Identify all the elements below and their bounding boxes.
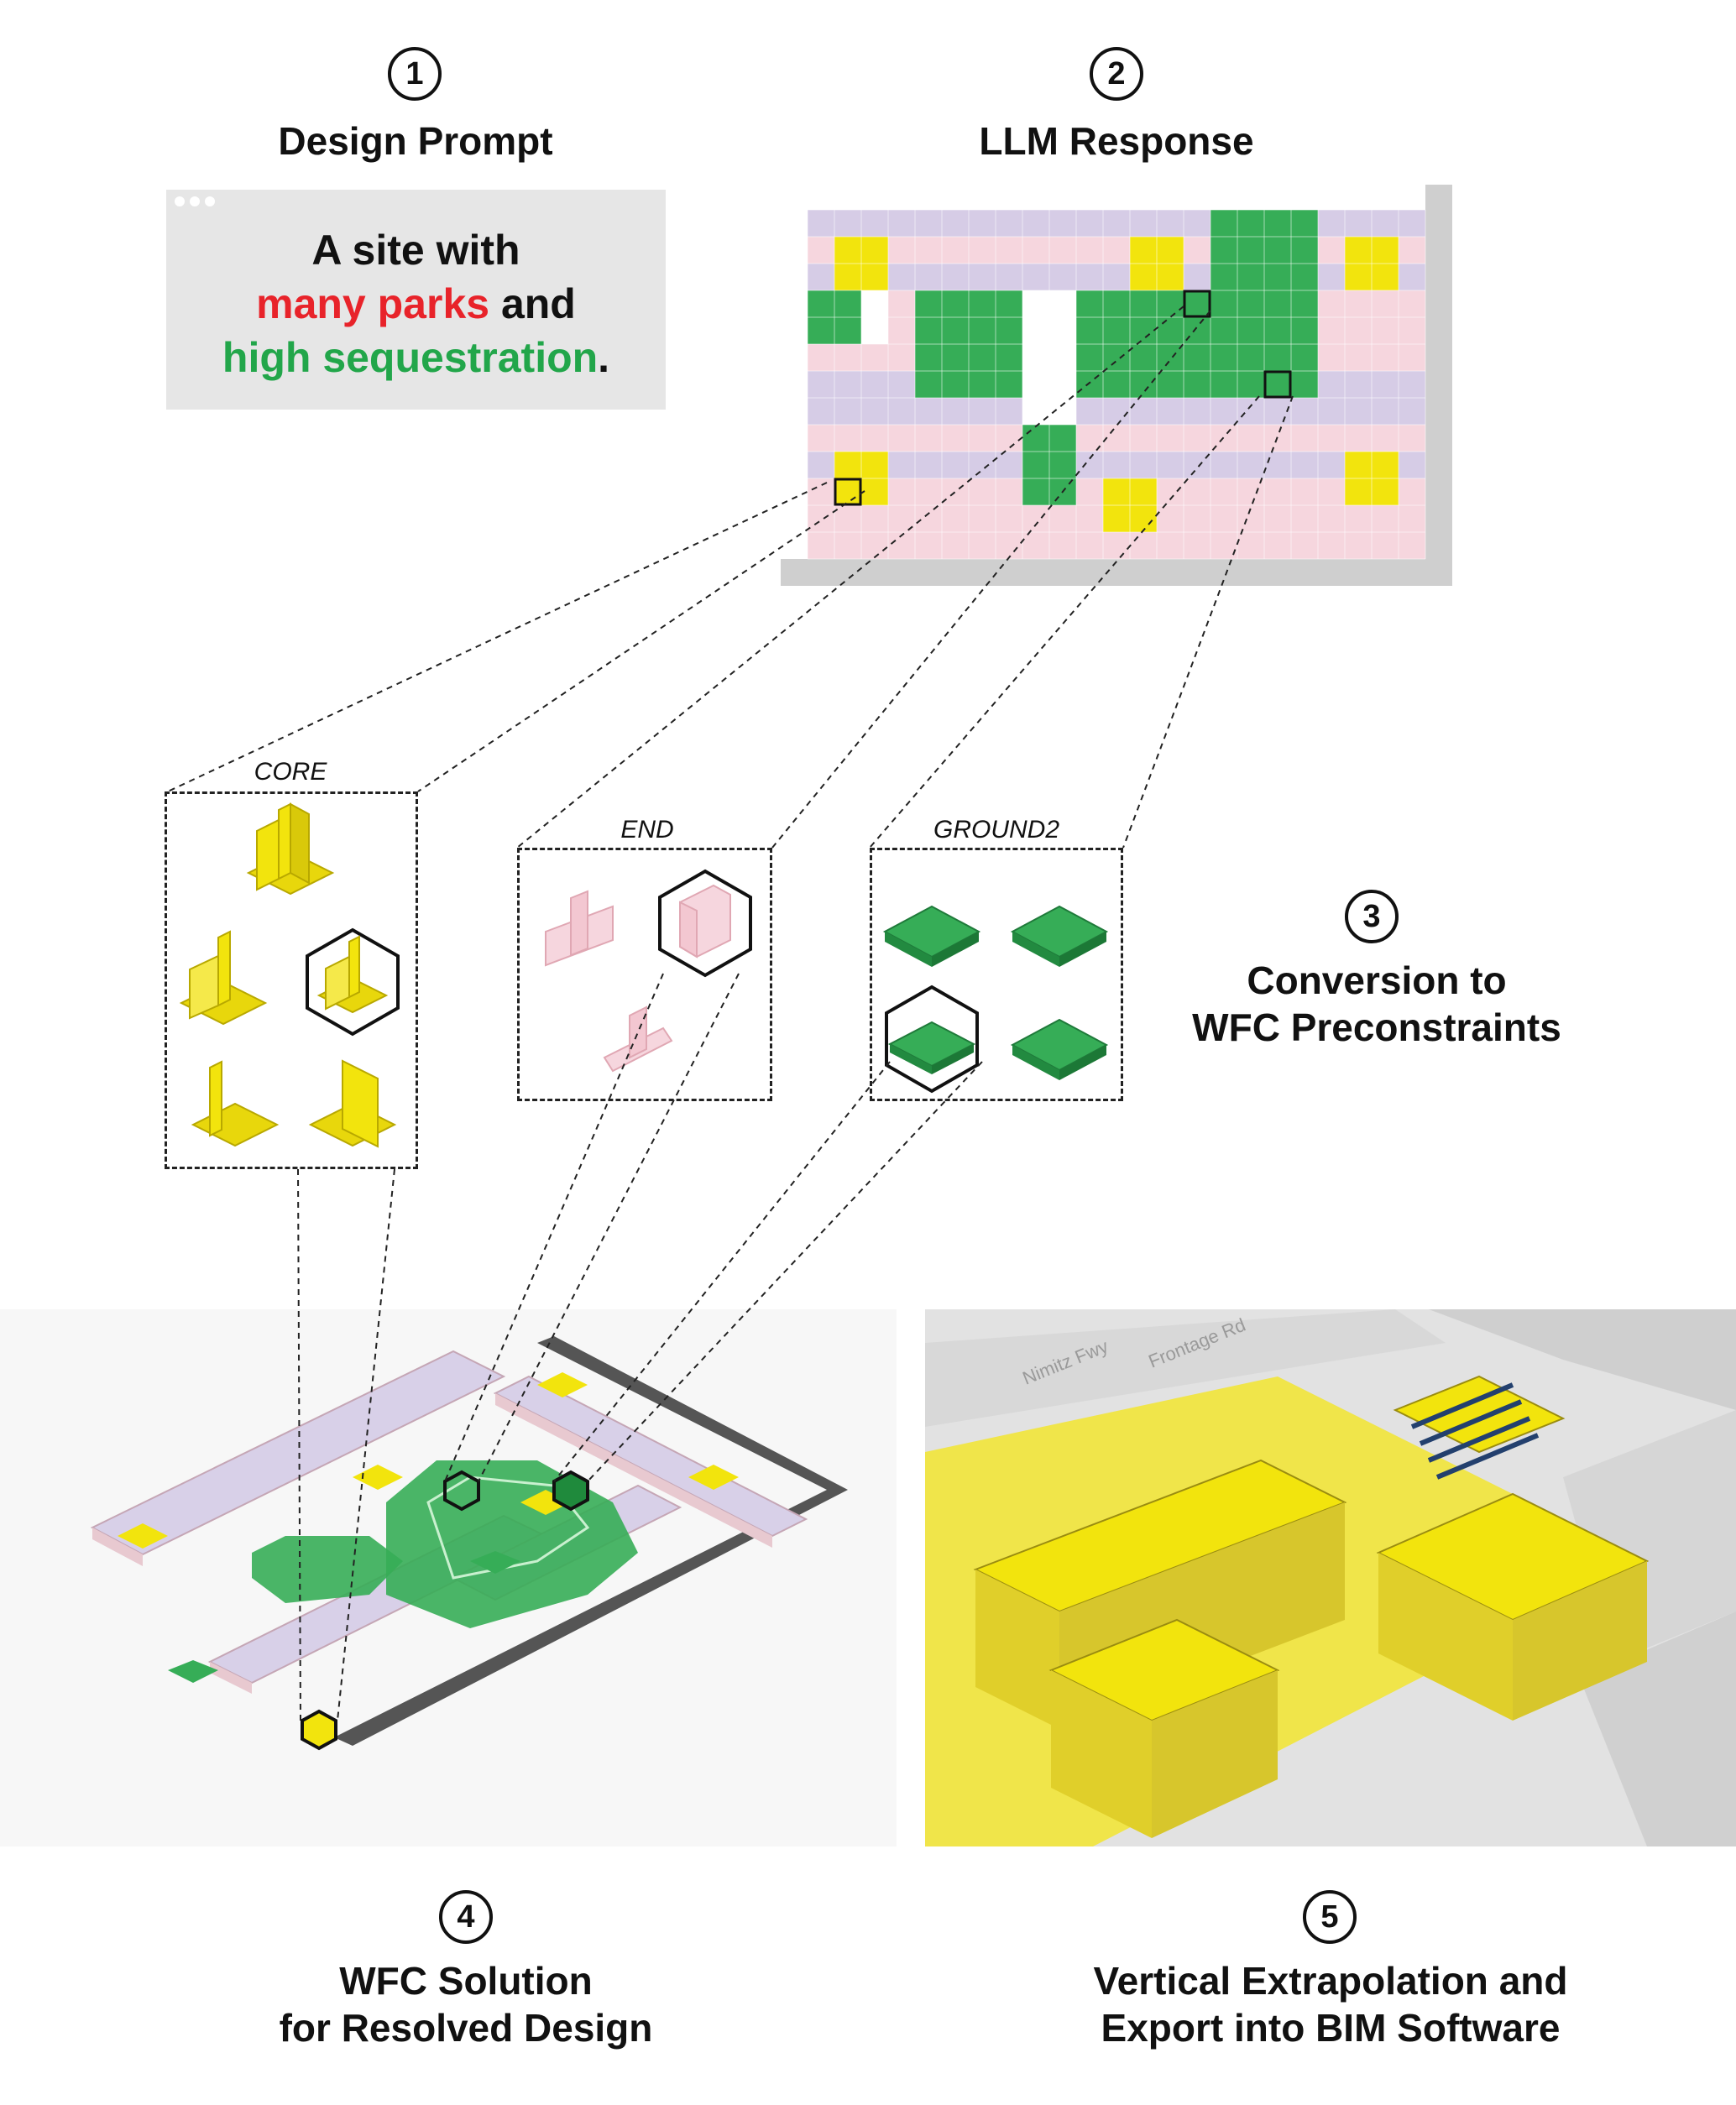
core-tile-4 <box>191 1060 280 1147</box>
grid-band <box>808 210 1425 237</box>
step-1-title: Design Prompt <box>278 119 553 163</box>
step-5-title-line-2: Export into BIM Software <box>1101 2006 1561 2050</box>
end-tile-2-selected <box>658 869 752 978</box>
core-module <box>353 1465 403 1490</box>
end-tile-1 <box>545 890 614 967</box>
grid-band <box>808 237 1425 264</box>
core-module-box <box>165 791 418 1169</box>
core-tile-2 <box>179 930 268 1026</box>
step-3-title: Conversion to WFC Preconstraints <box>1142 957 1612 1051</box>
step-5-title: Vertical Extrapolation and Export into B… <box>1007 1957 1654 2051</box>
prompt-line-3: high sequestration. <box>166 331 666 384</box>
core-label: CORE <box>254 758 327 786</box>
core-module <box>537 1372 588 1397</box>
end-module-box <box>517 848 772 1101</box>
window-dots-icon <box>175 196 215 206</box>
grid-border-right <box>1425 185 1452 559</box>
core-tile-3-selected <box>306 927 400 1037</box>
selected-core-hex <box>301 1709 337 1751</box>
prompt-line-2: many parks and <box>166 277 666 331</box>
design-prompt-box: A site with many parks and high sequestr… <box>166 190 666 410</box>
grid-band <box>808 452 1425 478</box>
end-tile-3 <box>603 1005 673 1073</box>
step-4-number: 4 <box>439 1890 493 1944</box>
grid-selected-cell <box>1183 290 1211 318</box>
grid-border-bottom <box>781 559 1452 586</box>
prompt-green-phrase: high sequestration <box>222 334 599 381</box>
step-1-number: 1 <box>388 47 442 101</box>
end-label: END <box>620 816 674 844</box>
grid-band <box>808 532 1425 559</box>
bim-export-illustration: Nimitz Fwy Frontage Rd <box>925 1309 1736 1846</box>
park-pocket-west <box>168 1660 218 1683</box>
ground2-label: GROUND2 <box>933 816 1059 844</box>
prompt-period: . <box>598 334 610 381</box>
step-2-number: 2 <box>1090 47 1143 101</box>
ground-tile-4 <box>1010 1018 1109 1080</box>
core-module <box>688 1465 739 1490</box>
grid-selected-cell <box>834 478 862 506</box>
step-4-title-line-1: WFC Solution <box>339 1959 593 2003</box>
ground-tile-1 <box>882 905 981 967</box>
prompt-line-1: A site with <box>311 227 520 274</box>
grid-band <box>808 398 1425 425</box>
step-3-number: 3 <box>1345 890 1399 943</box>
ground2-module-box <box>870 848 1123 1101</box>
core-module <box>118 1523 168 1549</box>
step-2-title: LLM Response <box>979 119 1254 163</box>
ground-tile-3-selected <box>885 985 979 1094</box>
grid-band <box>808 264 1425 290</box>
design-prompt-text: A site with many parks and high sequestr… <box>166 223 666 384</box>
step-5-number: 5 <box>1303 1890 1357 1944</box>
road <box>334 1336 848 1746</box>
prompt-red-phrase: many parks <box>256 280 490 327</box>
core-tile-5 <box>308 1059 397 1148</box>
ground-tile-2 <box>1010 905 1109 967</box>
grid-band <box>808 425 1425 452</box>
wfc-solution-illustration <box>90 1336 848 1751</box>
prompt-and: and <box>489 280 576 327</box>
step-3-title-line-2: WFC Preconstraints <box>1192 1005 1561 1049</box>
step-3-title-line-1: Conversion to <box>1247 958 1507 1002</box>
park-pocket-east <box>470 1551 520 1574</box>
core-tile-1 <box>246 802 335 896</box>
selected-ground-hex <box>552 1470 589 1512</box>
building-block-north-roof <box>1393 1375 1566 1454</box>
step-4-title-line-2: for Resolved Design <box>279 2006 653 2050</box>
selected-end-hex <box>443 1470 480 1512</box>
grid-selected-cell <box>1263 370 1292 399</box>
park-small <box>252 1536 403 1603</box>
step-4-title: WFC Solution for Resolved Design <box>218 1957 714 2051</box>
step-5-title-line-1: Vertical Extrapolation and <box>1093 1959 1568 2003</box>
